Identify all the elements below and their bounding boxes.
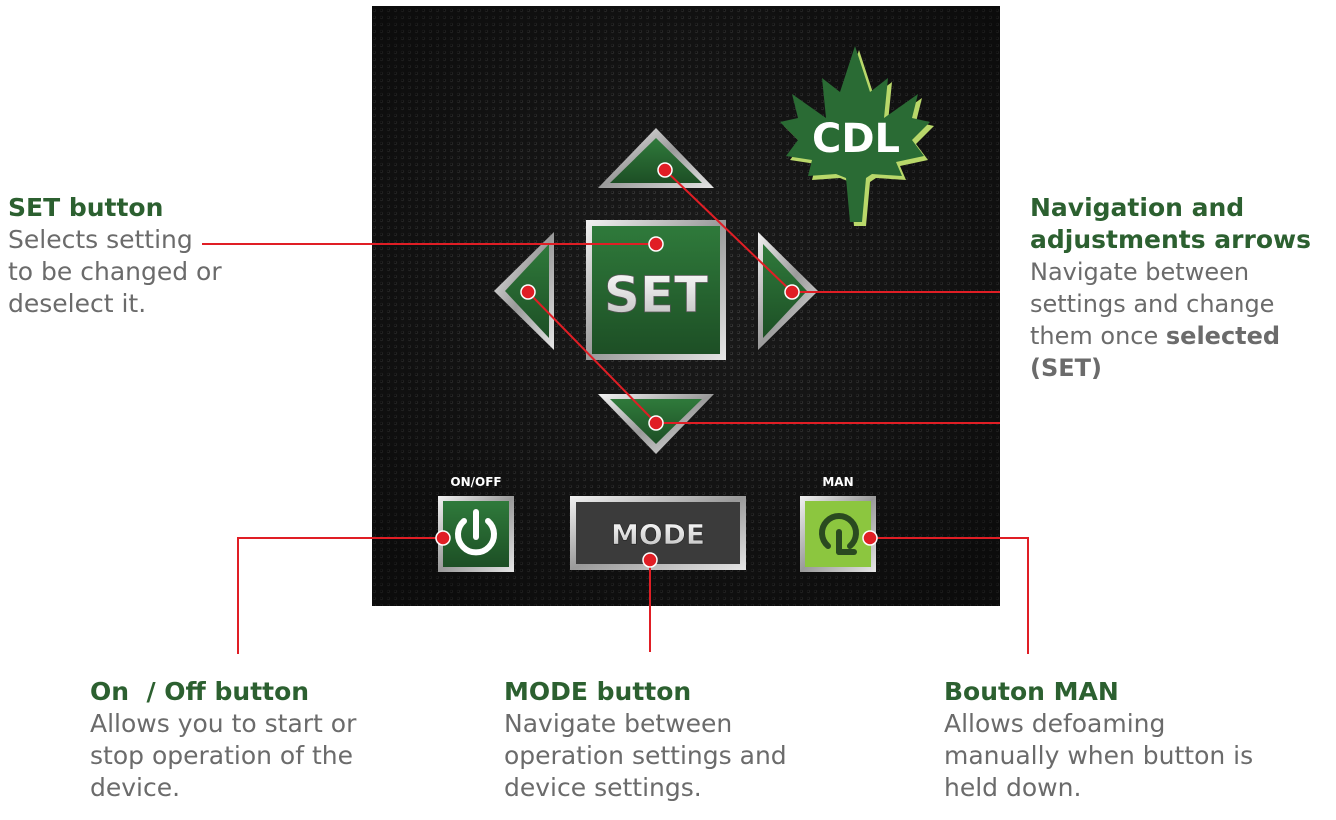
onoff-button[interactable] xyxy=(438,496,514,572)
set-button-label: SET xyxy=(604,266,708,324)
leader-dots xyxy=(435,162,878,568)
onoff-callout-desc: Allows you to start or stop operation of… xyxy=(90,709,357,802)
nav-callout-desc: Navigate between settings and change the… xyxy=(1030,256,1336,384)
right-arrow-dot xyxy=(784,284,800,300)
left-arrow-dot xyxy=(520,284,536,300)
onoff-callout: On / Off button Allows you to start or s… xyxy=(90,676,410,804)
mode-callout-title: MODE button xyxy=(504,677,692,706)
man-label: MAN xyxy=(822,475,853,489)
cdl-maple-leaf-logo: CDL xyxy=(780,46,934,226)
leader-lines xyxy=(202,169,1029,654)
onoff-callout-title: On / Off button xyxy=(90,677,310,706)
onoff-leader-line xyxy=(237,537,443,654)
logo-text: CDL xyxy=(812,116,900,162)
onoff-dot xyxy=(435,530,451,546)
mode-callout-desc: Navigate between operation settings and … xyxy=(504,709,787,802)
set-callout: SET button Selects setting to be changed… xyxy=(8,192,223,320)
up-arrow-dot xyxy=(657,162,673,178)
man-callout: Bouton MAN Allows defoaming manually whe… xyxy=(944,676,1284,804)
mode-callout: MODE button Navigate between operation s… xyxy=(504,676,844,804)
nav-callout-title-line2: adjustments arrows xyxy=(1030,225,1311,254)
man-button[interactable] xyxy=(800,496,876,572)
mode-button-label: MODE xyxy=(611,518,705,551)
manual-power-icon xyxy=(819,513,859,555)
mode-dot xyxy=(642,552,658,568)
left-arrow-leader-line xyxy=(527,291,657,424)
down-arrow-dot xyxy=(648,415,664,431)
nav-callout-title-line1: Navigation and xyxy=(1030,193,1245,222)
power-icon xyxy=(455,509,497,556)
man-callout-title: Bouton MAN xyxy=(944,677,1119,706)
set-callout-title: SET button xyxy=(8,193,164,222)
man-dot xyxy=(862,530,878,546)
set-callout-desc: Selects setting to be changed or deselec… xyxy=(8,225,222,318)
man-leader-line xyxy=(870,537,1029,654)
up-arrow-button[interactable] xyxy=(598,128,714,188)
set-dot xyxy=(648,236,664,252)
nav-callout-desc-bold: selected (SET) xyxy=(1030,322,1281,382)
man-callout-desc: Allows defoaming manually when button is… xyxy=(944,709,1254,802)
onoff-label: ON/OFF xyxy=(450,475,501,489)
nav-callout-desc-text: Navigate between settings and change the… xyxy=(1030,258,1275,350)
up-arrow-leader-line xyxy=(664,169,793,293)
nav-callout: Navigation and adjustments arrows Naviga… xyxy=(1030,192,1336,384)
mode-button[interactable]: MODE xyxy=(570,496,746,570)
